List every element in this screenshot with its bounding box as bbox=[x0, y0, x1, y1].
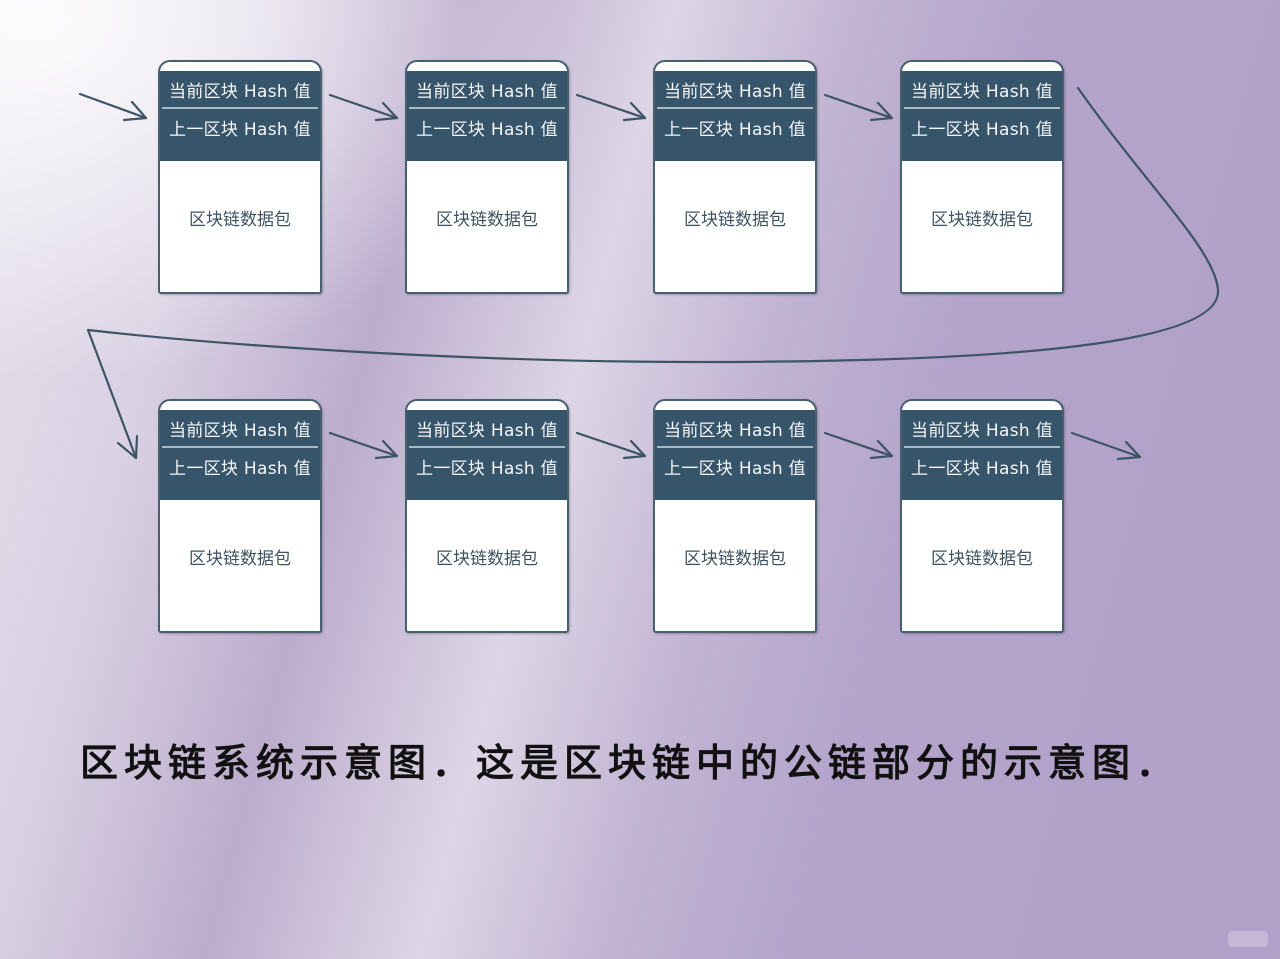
block-payload: 区块链数据包 bbox=[436, 210, 538, 230]
arrow-into-block-1 bbox=[78, 92, 148, 122]
block-5: 当前区块 Hash 值 上一区块 Hash 值 区块链数据包 bbox=[158, 399, 322, 633]
block-7: 当前区块 Hash 值 上一区块 Hash 值 区块链数据包 bbox=[653, 399, 817, 633]
block-payload: 区块链数据包 bbox=[189, 210, 291, 230]
arrow-block-5-to-6 bbox=[328, 431, 399, 460]
previous-hash-label: 上一区块 Hash 值 bbox=[911, 458, 1053, 479]
diagram-caption: 区块链系统示意图．这是区块链中的公链部分的示意图． bbox=[80, 741, 1181, 785]
block-payload: 区块链数据包 bbox=[684, 210, 786, 230]
current-hash-label: 当前区块 Hash 值 bbox=[911, 420, 1053, 441]
previous-hash-label: 上一区块 Hash 值 bbox=[664, 119, 806, 140]
current-hash-label: 当前区块 Hash 值 bbox=[169, 81, 311, 102]
previous-hash-label: 上一区块 Hash 值 bbox=[169, 119, 311, 140]
previous-hash-label: 上一区块 Hash 值 bbox=[911, 119, 1053, 140]
block-payload: 区块链数据包 bbox=[684, 549, 786, 569]
hash-divider bbox=[409, 107, 565, 109]
current-hash-label: 当前区块 Hash 值 bbox=[664, 81, 806, 102]
block-8: 当前区块 Hash 值 上一区块 Hash 值 区块链数据包 bbox=[900, 399, 1064, 633]
block-6: 当前区块 Hash 值 上一区块 Hash 值 区块链数据包 bbox=[405, 399, 569, 633]
block-header: 当前区块 Hash 值 上一区块 Hash 值 bbox=[407, 410, 567, 500]
block-1: 当前区块 Hash 值 上一区块 Hash 值 区块链数据包 bbox=[158, 60, 322, 294]
block-header: 当前区块 Hash 值 上一区块 Hash 值 bbox=[655, 71, 815, 161]
arrow-block-3-to-4 bbox=[823, 93, 894, 122]
block-header: 当前区块 Hash 值 上一区块 Hash 值 bbox=[655, 410, 815, 500]
hash-divider bbox=[904, 446, 1060, 448]
current-hash-label: 当前区块 Hash 值 bbox=[169, 420, 311, 441]
block-payload: 区块链数据包 bbox=[189, 549, 291, 569]
previous-hash-label: 上一区块 Hash 值 bbox=[169, 458, 311, 479]
arrow-block-2-to-3 bbox=[575, 93, 647, 122]
block-3: 当前区块 Hash 值 上一区块 Hash 值 区块链数据包 bbox=[653, 60, 817, 294]
block-header: 当前区块 Hash 值 上一区块 Hash 值 bbox=[160, 410, 320, 500]
hash-divider bbox=[657, 446, 813, 448]
hash-divider bbox=[657, 107, 813, 109]
hash-divider bbox=[904, 107, 1060, 109]
current-hash-label: 当前区块 Hash 值 bbox=[664, 420, 806, 441]
arrow-out-of-block-8 bbox=[1070, 431, 1142, 461]
hash-divider bbox=[162, 446, 318, 448]
arrow-block-6-to-7 bbox=[575, 431, 647, 460]
hash-divider bbox=[409, 446, 565, 448]
arrow-block-4-to-5 bbox=[86, 86, 1220, 460]
current-hash-label: 当前区块 Hash 值 bbox=[416, 420, 558, 441]
block-header: 当前区块 Hash 值 上一区块 Hash 值 bbox=[160, 71, 320, 161]
current-hash-label: 当前区块 Hash 值 bbox=[911, 81, 1053, 102]
block-payload: 区块链数据包 bbox=[931, 210, 1033, 230]
block-payload: 区块链数据包 bbox=[931, 549, 1033, 569]
arrow-block-1-to-2 bbox=[328, 93, 399, 122]
arrow-block-7-to-8 bbox=[823, 431, 894, 460]
current-hash-label: 当前区块 Hash 值 bbox=[416, 81, 558, 102]
previous-hash-label: 上一区块 Hash 值 bbox=[416, 458, 558, 479]
block-header: 当前区块 Hash 值 上一区块 Hash 值 bbox=[407, 71, 567, 161]
block-header: 当前区块 Hash 值 上一区块 Hash 值 bbox=[902, 410, 1062, 500]
block-payload: 区块链数据包 bbox=[436, 549, 538, 569]
block-header: 当前区块 Hash 值 上一区块 Hash 值 bbox=[902, 71, 1062, 161]
previous-hash-label: 上一区块 Hash 值 bbox=[664, 458, 806, 479]
previous-hash-label: 上一区块 Hash 值 bbox=[416, 119, 558, 140]
hash-divider bbox=[162, 107, 318, 109]
block-2: 当前区块 Hash 值 上一区块 Hash 值 区块链数据包 bbox=[405, 60, 569, 294]
block-4: 当前区块 Hash 值 上一区块 Hash 值 区块链数据包 bbox=[900, 60, 1064, 294]
watermark bbox=[1228, 931, 1268, 947]
